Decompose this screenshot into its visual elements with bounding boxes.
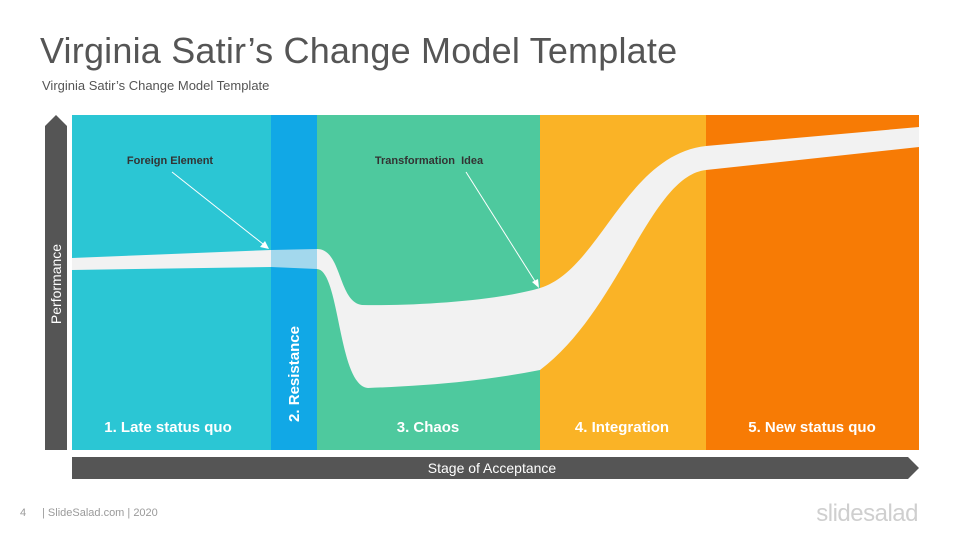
foreign-element-pointer	[171, 171, 269, 249]
stage-label-resistance: 2. Resistance	[286, 326, 303, 422]
resistance-curve-overlay	[271, 248, 317, 270]
stage-band-new-status-quo	[706, 115, 919, 450]
stage-label-chaos: 3. Chaos	[397, 419, 460, 436]
footer-text: | SlideSalad.com | 2020	[42, 507, 158, 519]
stage-band-resistance	[271, 115, 317, 450]
annotation-foreign-element: Foreign Element	[127, 155, 214, 167]
annotation-transformation-idea: Transformation Idea	[375, 155, 484, 167]
x-axis-arrow	[72, 457, 919, 479]
slide-title: Virginia Satir’s Change Model Template	[40, 30, 678, 71]
transformation-idea-arrowhead	[532, 279, 539, 288]
slide-subtitle: Virginia Satir’s Change Model Template	[42, 78, 270, 93]
slidesalad-logo: slidesalad	[816, 500, 918, 527]
stage-label-new-status-quo: 5. New status quo	[748, 419, 876, 436]
x-axis-label: Stage of Acceptance	[428, 460, 557, 476]
y-axis-arrow	[45, 115, 67, 450]
stage-band-chaos	[317, 115, 540, 450]
performance-curve	[72, 127, 919, 388]
foreign-element-arrowhead	[260, 241, 269, 249]
stage-label-late-status-quo: 1. Late status quo	[104, 419, 232, 436]
page-number: 4	[20, 507, 27, 519]
transformation-idea-pointer	[465, 171, 539, 287]
stage-band-late-status-quo	[72, 115, 271, 450]
y-axis-label: Performance	[48, 244, 64, 324]
stage-label-integration: 4. Integration	[575, 419, 669, 436]
